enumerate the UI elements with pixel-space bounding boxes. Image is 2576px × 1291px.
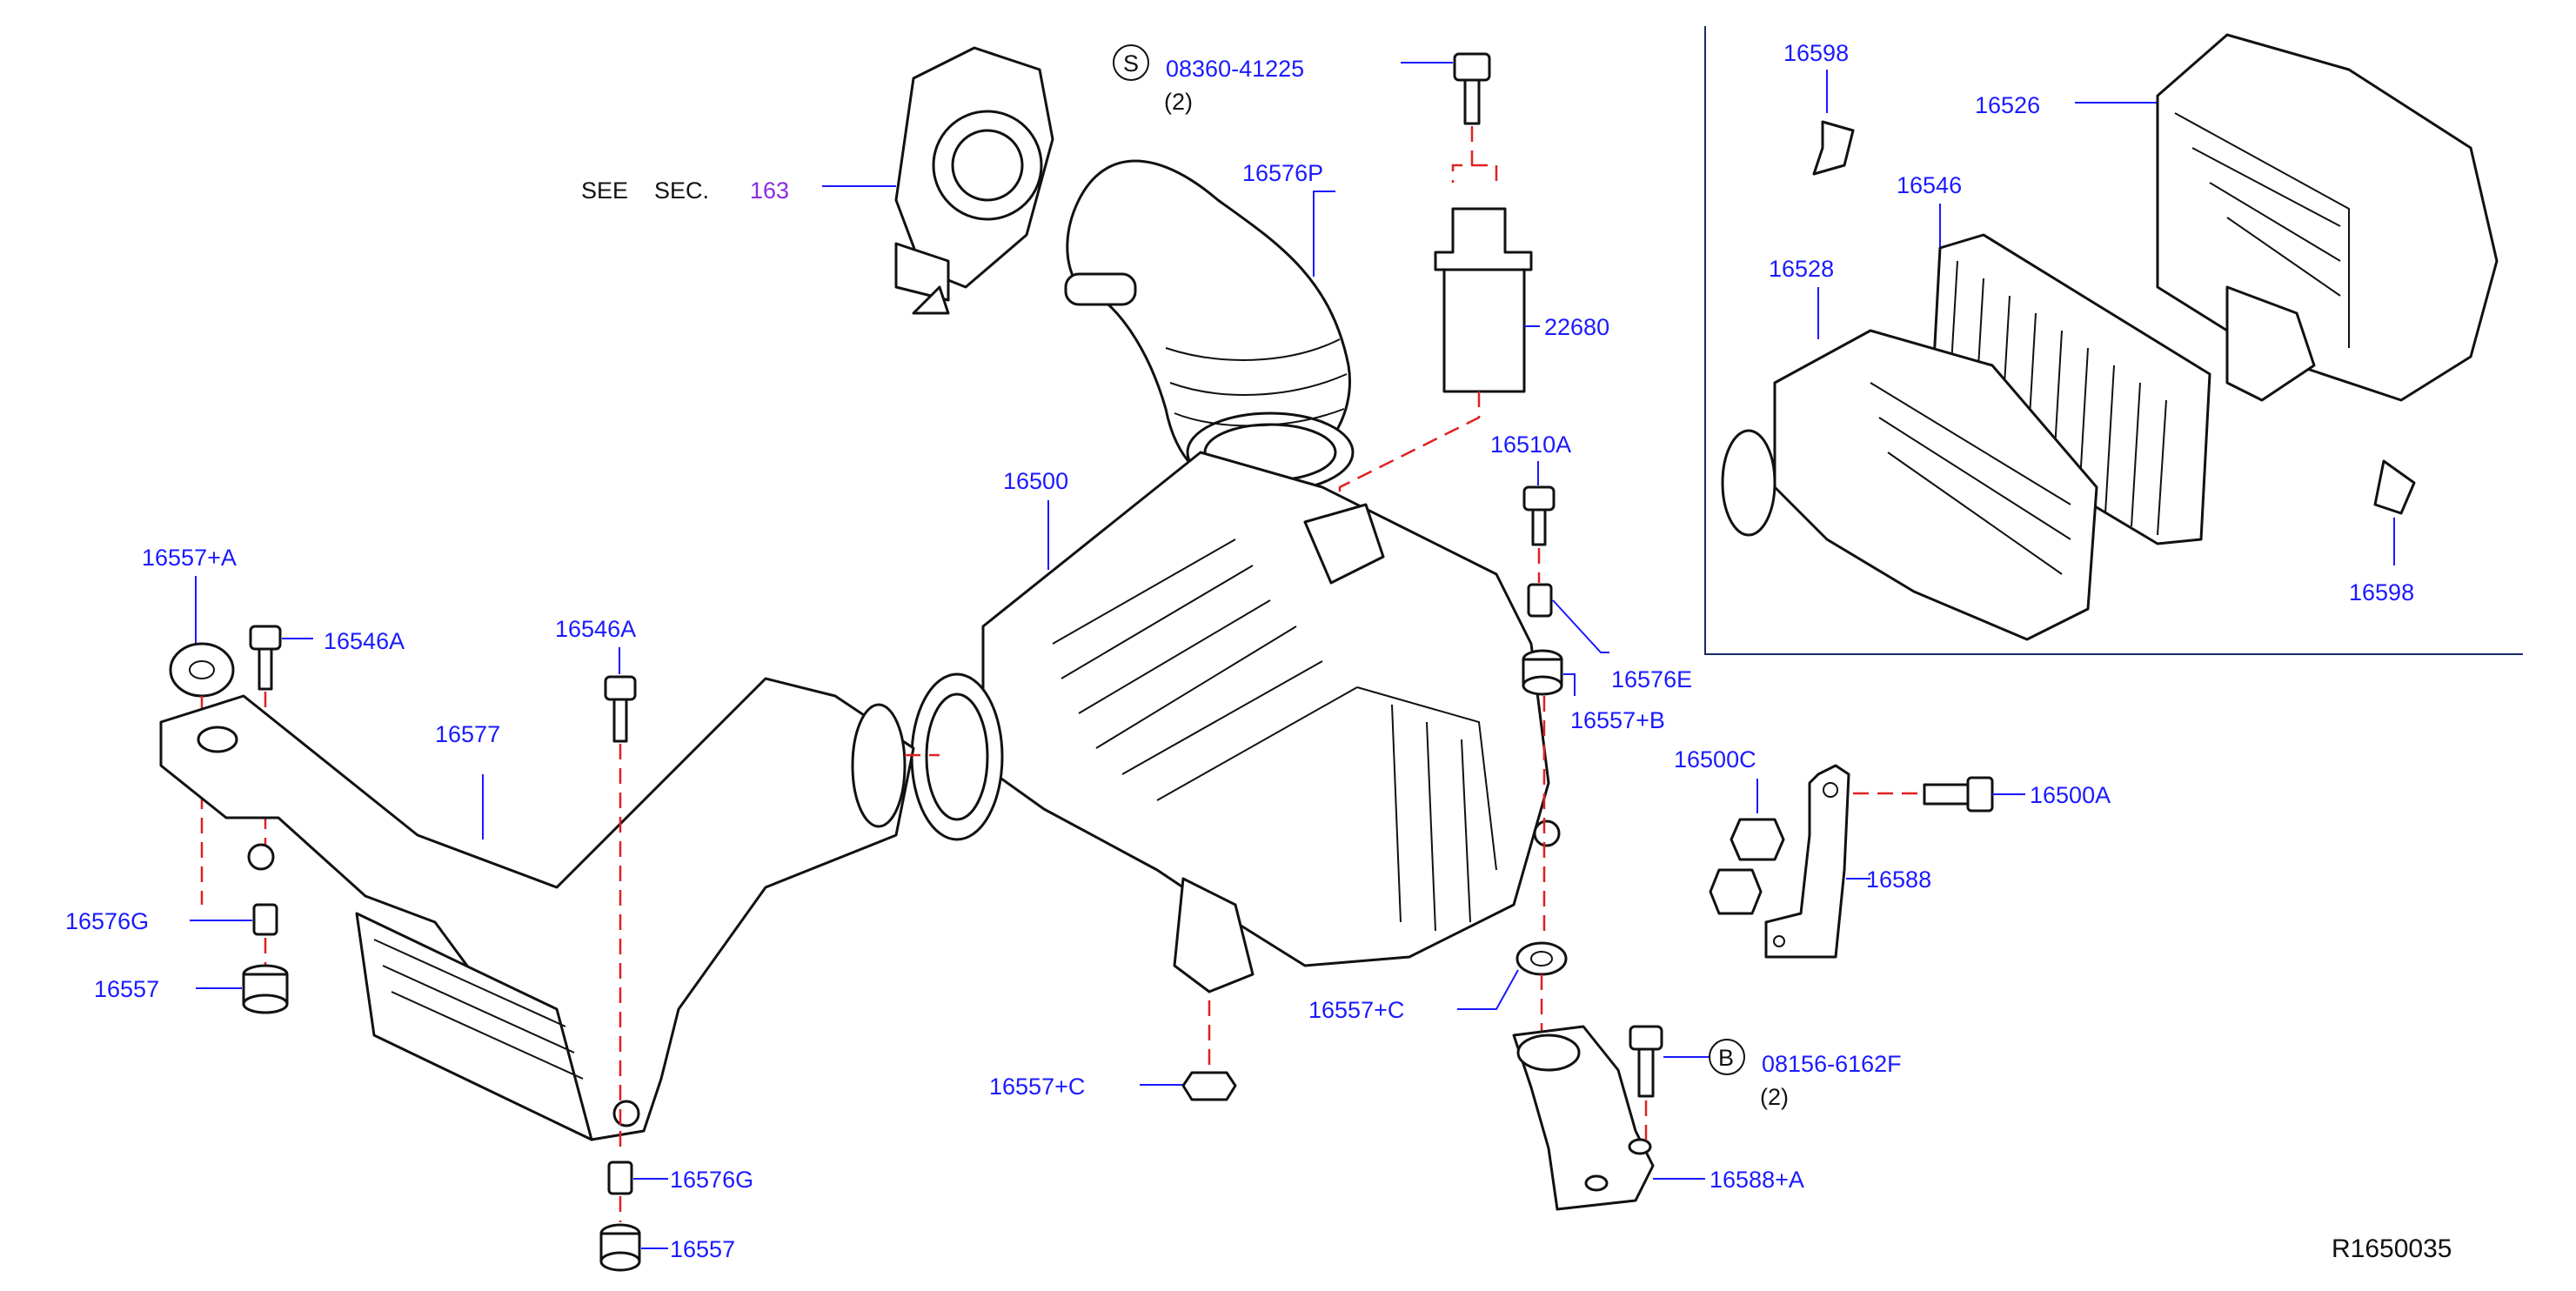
upper-case-16526-drawing	[2156, 33, 2499, 402]
label-16500C: 16500C	[1674, 746, 1756, 773]
qty-08360-41225: (2)	[1164, 89, 1193, 115]
label-08156-6162F: 08156-6162F	[1762, 1051, 1902, 1077]
label-16557-left: 16557	[94, 976, 159, 1002]
bracket-16588-drawing	[1764, 764, 1850, 959]
label-16576P: 16576P	[1242, 160, 1323, 186]
clip-16598-bottom-drawing	[2373, 459, 2416, 515]
sec-text: SEC.	[654, 177, 709, 204]
b-symbol	[1709, 1039, 1745, 1075]
bolt-16546A-left-drawing	[249, 625, 282, 691]
label-16510A: 16510A	[1490, 431, 1571, 458]
diagram-id: R1650035	[2332, 1234, 2452, 1263]
grommet-16557A-drawing	[169, 642, 235, 698]
collar-16576G-left-drawing	[252, 903, 278, 936]
grommet-16557C-bottom-drawing	[1181, 1071, 1237, 1101]
throttle-body-drawing	[894, 46, 1054, 315]
intake-duct-16576P-drawing	[1064, 159, 1355, 493]
label-16526: 16526	[1975, 92, 2040, 118]
nut-16500C-drawing	[1709, 818, 1785, 915]
clip-16598-top-drawing	[1812, 120, 1855, 176]
label-16598-bottom: 16598	[2349, 579, 2414, 605]
label-16557C-right: 16557+C	[1308, 997, 1404, 1023]
label-22680: 22680	[1544, 314, 1609, 340]
grommet-16557-left-drawing	[242, 964, 289, 1014]
grommet-16557-bottom-drawing	[599, 1223, 641, 1272]
bolt-b-drawing	[1629, 1025, 1663, 1098]
see-text: SEE	[581, 177, 628, 204]
qty-08156-6162F: (2)	[1760, 1084, 1789, 1110]
section-reference-link[interactable]: 163	[750, 177, 789, 204]
air-flow-sensor-drawing	[1434, 207, 1533, 393]
bolt-16546A-mid-drawing	[604, 675, 637, 743]
label-16598-top: 16598	[1783, 40, 1849, 66]
label-16557-bottom: 16557	[670, 1236, 735, 1262]
label-16577: 16577	[435, 721, 500, 747]
air-cleaner-16500-drawing	[910, 451, 1561, 993]
s-symbol-letter: S	[1123, 50, 1139, 77]
bracket-16588A-drawing	[1512, 1025, 1655, 1211]
bolt-s-drawing	[1453, 52, 1491, 125]
b-symbol-letter: B	[1718, 1045, 1734, 1071]
bolt-16510A-drawing	[1522, 485, 1556, 546]
lower-case-16528-drawing	[1721, 329, 2098, 641]
inset-border	[1704, 26, 2523, 655]
label-16557B: 16557+B	[1570, 707, 1665, 733]
label-16576G-left: 16576G	[65, 908, 149, 934]
s-symbol	[1113, 44, 1149, 81]
label-16557A: 16557+A	[142, 545, 237, 571]
label-16576E: 16576E	[1611, 666, 1692, 692]
label-16500A: 16500A	[2030, 782, 2111, 808]
duct-16577-drawing	[159, 677, 915, 1141]
label-16557C-bottom: 16557+C	[989, 1074, 1085, 1100]
label-16546A-mid: 16546A	[555, 616, 636, 642]
bolt-16500A-drawing	[1923, 776, 1994, 813]
label-16588: 16588	[1866, 866, 1931, 893]
grommet-16557B-drawing	[1522, 649, 1563, 696]
label-08360-41225: 08360-41225	[1166, 56, 1304, 82]
label-16528: 16528	[1769, 256, 1834, 282]
label-16546: 16546	[1897, 172, 1962, 198]
label-16588A: 16588+A	[1710, 1167, 1804, 1193]
label-16546A-left: 16546A	[324, 628, 405, 654]
label-16576G-bottom: 16576G	[670, 1167, 753, 1193]
collar-16576E-drawing	[1527, 583, 1553, 618]
grommet-16557C-right-drawing	[1515, 941, 1568, 976]
label-16500: 16500	[1003, 468, 1068, 494]
collar-16576G-bottom-drawing	[607, 1161, 633, 1195]
